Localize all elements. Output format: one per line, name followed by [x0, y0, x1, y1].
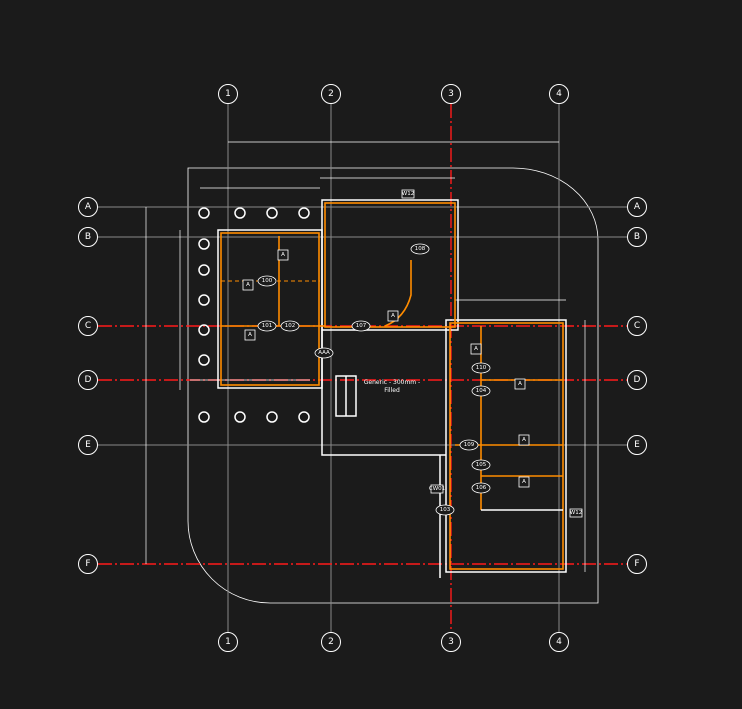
grid-bubble-A[interactable]: A — [78, 197, 98, 217]
svg-text:110: 110 — [476, 365, 487, 371]
grid-bubble-E[interactable]: E — [627, 435, 647, 455]
svg-text:A: A — [522, 437, 526, 443]
grid-bubble-E[interactable]: E — [78, 435, 98, 455]
section-tag[interactable]: A — [244, 329, 256, 341]
site-boundary — [187, 167, 599, 604]
svg-text:Filled: Filled — [384, 387, 400, 394]
svg-text:B: B — [85, 232, 91, 242]
svg-text:4: 4 — [556, 89, 562, 99]
grid-bubble-B[interactable]: B — [78, 227, 98, 247]
grid-bubble-D[interactable]: D — [627, 370, 647, 390]
svg-text:107: 107 — [356, 323, 367, 329]
grid-bubble-C[interactable]: C — [78, 316, 98, 336]
svg-text:Generic - 300mm -: Generic - 300mm - — [364, 379, 420, 386]
svg-text:2: 2 — [328, 637, 334, 647]
svg-text:109: 109 — [464, 442, 475, 448]
grid-bubble-C[interactable]: C — [627, 316, 647, 336]
svg-text:100: 100 — [262, 278, 273, 284]
grid-bubble-4[interactable]: 4 — [549, 632, 569, 652]
grid-bubble-2[interactable]: 2 — [321, 632, 341, 652]
svg-text:105: 105 — [476, 462, 487, 468]
svg-text:C: C — [634, 321, 640, 331]
svg-text:F: F — [85, 559, 90, 569]
section-tag[interactable]: A — [387, 310, 399, 322]
svg-text:A: A — [634, 202, 641, 212]
dimension-lines — [145, 141, 586, 572]
svg-text:A: A — [518, 381, 522, 387]
door-tag-103[interactable]: 103 — [435, 504, 455, 516]
grid-bubble-F[interactable]: F — [627, 554, 647, 574]
svg-text:W12: W12 — [402, 191, 414, 197]
svg-text:101: 101 — [262, 323, 273, 329]
grid-bubble-4[interactable]: 4 — [549, 84, 569, 104]
grid-bubble-D[interactable]: D — [78, 370, 98, 390]
door-tag-106[interactable]: 106 — [471, 482, 491, 494]
section-tag[interactable]: A — [277, 249, 289, 261]
svg-text:E: E — [634, 440, 640, 450]
site-columns — [198, 207, 310, 423]
section-tag[interactable]: A — [514, 378, 526, 390]
svg-text:4: 4 — [556, 637, 562, 647]
grid-bubble-1[interactable]: 1 — [218, 84, 238, 104]
grid-bubble-A[interactable]: A — [627, 197, 647, 217]
svg-text:A: A — [85, 202, 92, 212]
grid-bubble-B[interactable]: B — [627, 227, 647, 247]
svg-text:D: D — [634, 375, 641, 385]
svg-text:A: A — [248, 332, 252, 338]
door-tag-109[interactable]: 109 — [459, 439, 479, 451]
svg-text:1: 1 — [225, 637, 231, 647]
grid-bubble-1[interactable]: 1 — [218, 632, 238, 652]
door-tag-102[interactable]: 102 — [280, 320, 300, 332]
svg-text:AAA: AAA — [318, 350, 330, 356]
svg-text:E: E — [85, 440, 91, 450]
section-tag[interactable]: A — [242, 279, 254, 291]
svg-text:102: 102 — [285, 323, 296, 329]
svg-text:2: 2 — [328, 89, 334, 99]
window-tag[interactable]: CW01 — [429, 484, 445, 494]
svg-text:CW01: CW01 — [429, 486, 445, 492]
svg-text:A: A — [522, 479, 526, 485]
door-tag-108[interactable]: 108 — [410, 243, 430, 255]
svg-text:104: 104 — [476, 388, 487, 394]
door-tag-AAA[interactable]: AAA — [314, 347, 334, 359]
door-tag-100[interactable]: 100 — [257, 275, 277, 287]
wall-type-label: Generic - 300mm - Filled — [364, 379, 420, 394]
door-tag-110[interactable]: 110 — [471, 362, 491, 374]
door-tag-101[interactable]: 101 — [257, 320, 277, 332]
svg-text:1: 1 — [225, 89, 231, 99]
grid-bubble-3[interactable]: 3 — [441, 632, 461, 652]
svg-text:A: A — [474, 346, 478, 352]
svg-text:106: 106 — [476, 485, 487, 491]
door-tag-105[interactable]: 105 — [471, 459, 491, 471]
svg-text:C: C — [85, 321, 91, 331]
door-tag-104[interactable]: 104 — [471, 385, 491, 397]
grid-bubble-2[interactable]: 2 — [321, 84, 341, 104]
window-tag[interactable]: W12 — [401, 189, 415, 199]
svg-text:A: A — [391, 313, 395, 319]
svg-text:3: 3 — [448, 637, 454, 647]
grid-bubble-3[interactable]: 3 — [441, 84, 461, 104]
svg-text:103: 103 — [440, 507, 451, 513]
section-tag[interactable]: A — [470, 343, 482, 355]
svg-text:D: D — [85, 375, 92, 385]
section-tag[interactable]: A — [518, 434, 530, 446]
svg-text:3: 3 — [448, 89, 454, 99]
svg-text:W12: W12 — [570, 510, 582, 516]
grid-bubble-F[interactable]: F — [78, 554, 98, 574]
door-tag-107[interactable]: 107 — [351, 320, 371, 332]
svg-text:108: 108 — [415, 246, 426, 252]
svg-text:A: A — [281, 252, 285, 258]
svg-text:F: F — [634, 559, 639, 569]
svg-text:B: B — [634, 232, 640, 242]
svg-text:A: A — [246, 282, 250, 288]
window-tag[interactable]: W12 — [569, 508, 583, 518]
section-tag[interactable]: A — [518, 476, 530, 488]
